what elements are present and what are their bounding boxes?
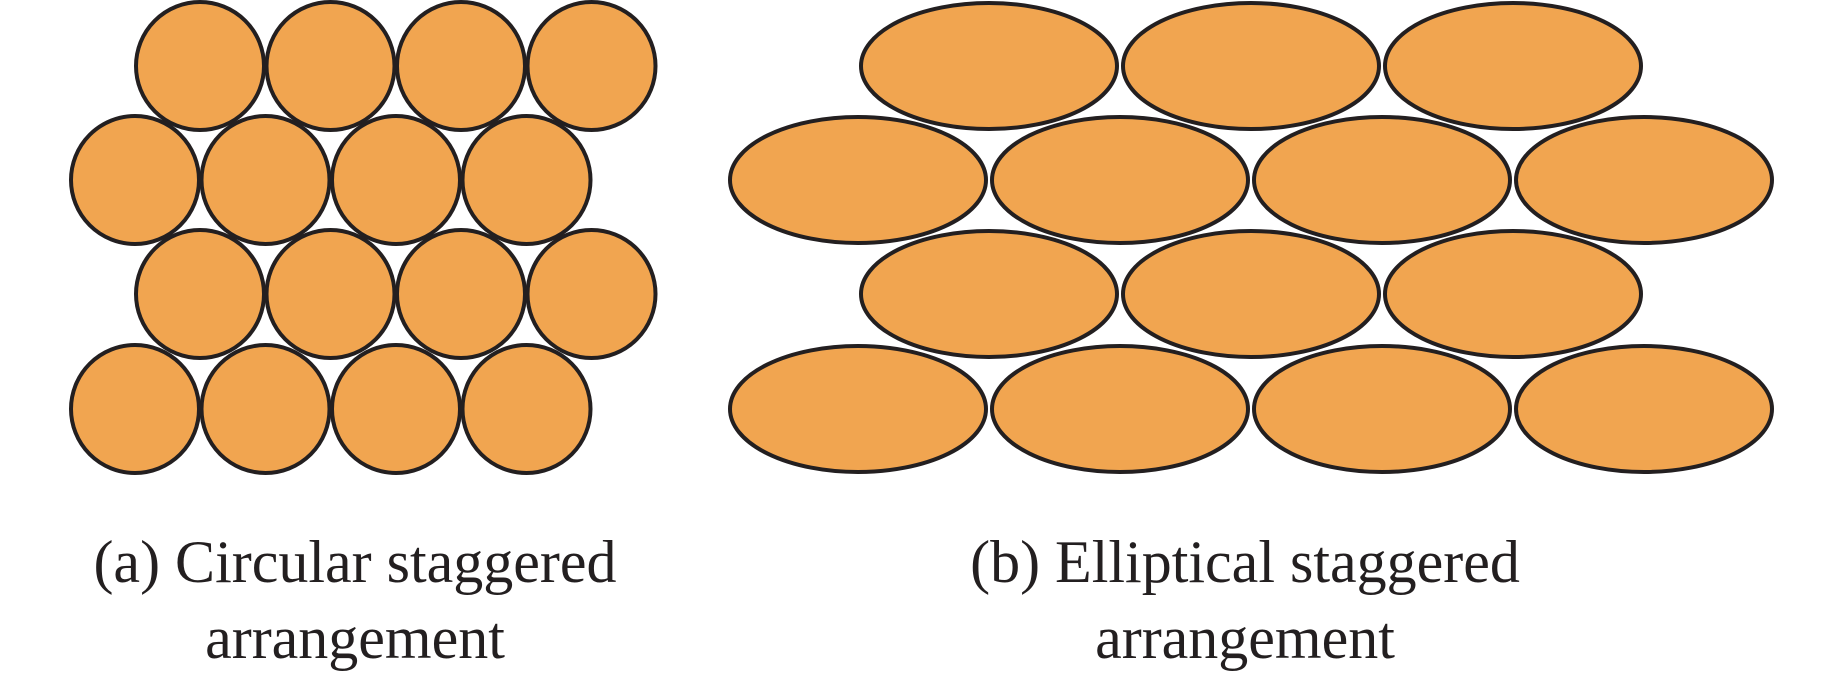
caption-a-line2: arrangement xyxy=(205,605,505,671)
circle-particle xyxy=(134,0,266,132)
caption-b: (b) Elliptical staggered arrangement xyxy=(895,524,1595,676)
ellipse-particle xyxy=(1514,115,1774,245)
circle-particle xyxy=(199,114,332,246)
circle-particle xyxy=(264,228,397,360)
ellipse-particle xyxy=(1383,1,1643,131)
circle-particle xyxy=(199,343,332,475)
circle-particle xyxy=(330,343,462,475)
ellipse-particle xyxy=(859,229,1119,359)
circle-particle xyxy=(69,114,201,246)
caption-b-line1: (b) Elliptical staggered xyxy=(970,529,1520,595)
circle-particle xyxy=(395,0,527,132)
ellipse-particle xyxy=(859,1,1119,131)
circle-particle xyxy=(525,228,658,360)
caption-b-line2: arrangement xyxy=(1095,605,1395,671)
circle-particle xyxy=(134,228,266,360)
circle-particle xyxy=(395,228,527,360)
circle-particle xyxy=(525,0,658,132)
ellipse-particle xyxy=(1383,229,1643,359)
ellipse-particle xyxy=(728,344,988,474)
circle-particle xyxy=(264,0,397,132)
circle-particle xyxy=(69,343,201,475)
circle-particle xyxy=(460,114,593,246)
ellipse-particle xyxy=(728,115,988,245)
ellipse-particle xyxy=(990,344,1250,474)
ellipse-particle xyxy=(1121,229,1381,359)
circle-particle xyxy=(330,114,462,246)
circle-particle xyxy=(460,343,593,475)
ellipse-particle xyxy=(1514,344,1774,474)
ellipse-particle xyxy=(990,115,1250,245)
ellipse-particle xyxy=(1252,344,1512,474)
ellipse-particle xyxy=(1252,115,1512,245)
caption-a-line1: (a) Circular staggered xyxy=(93,529,617,595)
caption-a: (a) Circular staggered arrangement xyxy=(5,524,705,676)
ellipse-particle xyxy=(1121,1,1381,131)
